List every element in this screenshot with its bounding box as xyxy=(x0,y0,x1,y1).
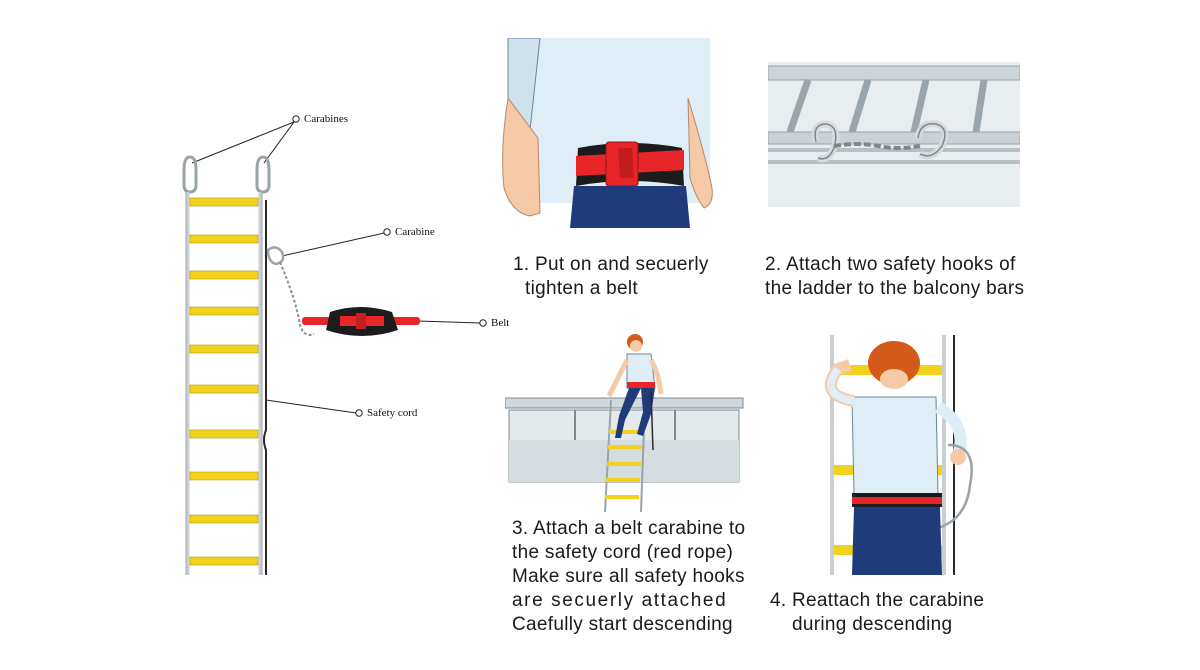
step3-illustration xyxy=(505,334,744,512)
ladder-illustration xyxy=(182,115,487,575)
label-safety-cord: Safety cord xyxy=(367,407,418,419)
step3-line4: are secuerly attached xyxy=(512,590,728,611)
step3-caption: 3. Attach a belt carabine to the safety … xyxy=(512,517,745,637)
step2-line1: 2. Attach two safety hooks of xyxy=(765,254,1016,275)
step3-line5: Caefully start descending xyxy=(512,614,733,635)
step4-line2: during descending xyxy=(792,614,953,635)
step1-line2: tighten a belt xyxy=(525,278,639,299)
top-carabine-right xyxy=(255,155,271,194)
step1-illustration xyxy=(502,38,713,228)
label-carabine: Carabine xyxy=(395,226,435,238)
label-carabines: Carabines xyxy=(304,113,348,125)
step3-line3: Make sure all safety hooks xyxy=(512,566,745,587)
step2-illustration xyxy=(768,62,1020,207)
label-belt: Belt xyxy=(491,317,510,329)
step2-line2: the ladder to the balcony bars xyxy=(765,278,1025,299)
step3-line2: the safety cord (red rope) xyxy=(512,542,734,563)
step4-caption: 4. Reattach the carabine during descendi… xyxy=(770,589,984,637)
step4-illustration xyxy=(824,335,973,575)
belt-illustration xyxy=(302,307,420,336)
ladder-rungs xyxy=(189,197,259,566)
top-carabine-left xyxy=(182,155,198,194)
step3-line1: 3. Attach a belt carabine to xyxy=(512,518,746,539)
step1-caption: 1. Put on and secuerly tighten a belt xyxy=(513,253,709,301)
step2-caption: 2. Attach two safety hooks of the ladder… xyxy=(765,253,1024,301)
step1-line1: 1. Put on and secuerly xyxy=(513,254,709,275)
step4-line1: 4. Reattach the carabine xyxy=(770,590,985,611)
